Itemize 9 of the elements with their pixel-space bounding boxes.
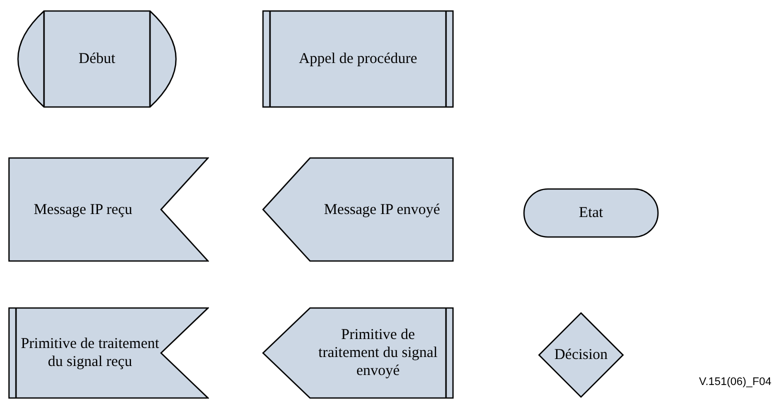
symbol-label: Message IP reçu — [34, 200, 132, 218]
figure-number: V.151(06)_F04 — [699, 376, 772, 388]
symbol-label: Message IP envoyé — [324, 200, 440, 218]
symbol-label: Appel de procédure — [298, 50, 418, 68]
symbol-label: Primitive de traitement du signal envoyé — [317, 326, 439, 380]
symbol-label: Etat — [578, 204, 604, 222]
symbol-label: Début — [78, 50, 116, 68]
symbol-label: Décision — [554, 346, 608, 364]
symbol-label: Primitive de traitement du signal reçu — [20, 335, 160, 371]
